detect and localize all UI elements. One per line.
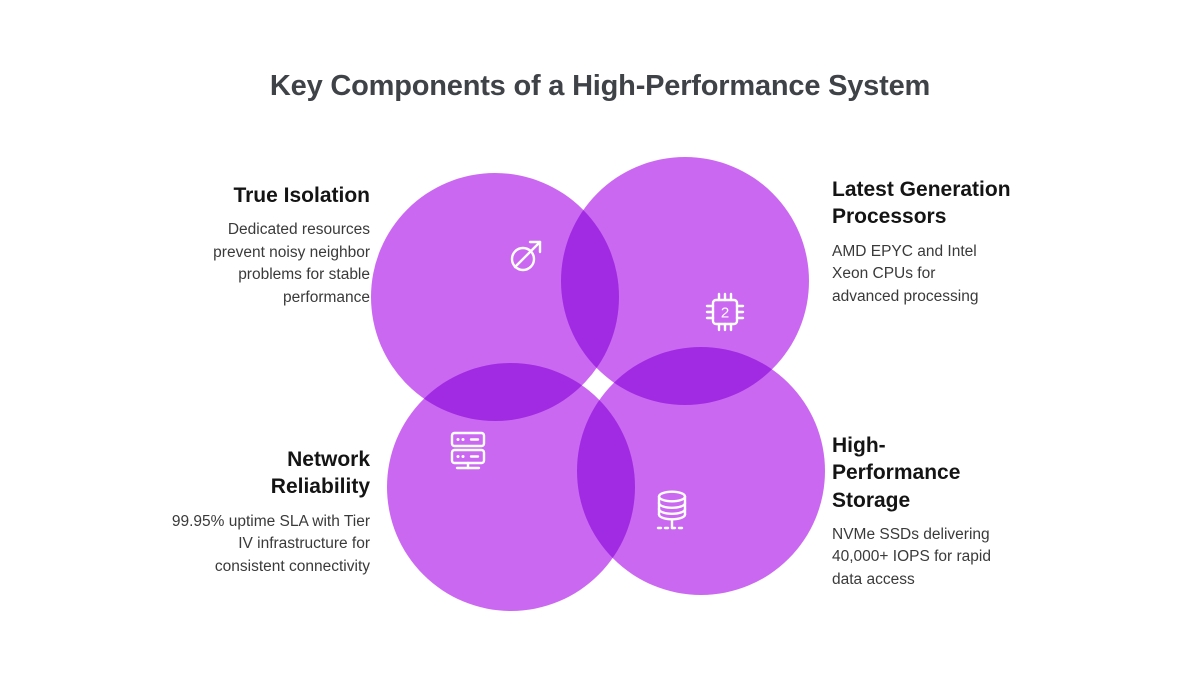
cpu-chip-number: 2 — [721, 305, 729, 322]
isolation-arrow-icon — [499, 227, 555, 283]
item-body: AMD EPYC and Intel Xeon CPUs for advance… — [832, 242, 979, 305]
cpu-chip-icon: 2 — [697, 284, 753, 340]
page-title: Key Components of a High-Performance Sys… — [269, 70, 931, 102]
item-body: 99.95% uptime SLA with Tier IV infrastru… — [171, 512, 370, 575]
item-heading: High-Performance Storage — [832, 434, 961, 512]
server-icon — [440, 422, 496, 478]
item-heading: Latest Generation Processors — [832, 178, 1011, 229]
item-network-reliability: Network Reliability 99.95% uptime SLA wi… — [130, 446, 370, 578]
item-heading: True Isolation — [233, 184, 370, 207]
item-high-performance-storage: High-Performance Storage NVMe SSDs deliv… — [832, 432, 1032, 591]
item-heading: Network Reliability — [270, 448, 370, 499]
item-latest-generation-processors: Latest Generation Processors AMD EPYC an… — [832, 176, 1037, 308]
item-true-isolation: True Isolation Dedicated resources preve… — [130, 182, 370, 309]
item-body: Dedicated resources prevent noisy neighb… — [213, 221, 370, 306]
circle-storage — [577, 347, 825, 595]
item-body: NVMe SSDs delivering 40,000+ IOPS for ra… — [832, 525, 991, 588]
database-icon — [644, 484, 700, 540]
